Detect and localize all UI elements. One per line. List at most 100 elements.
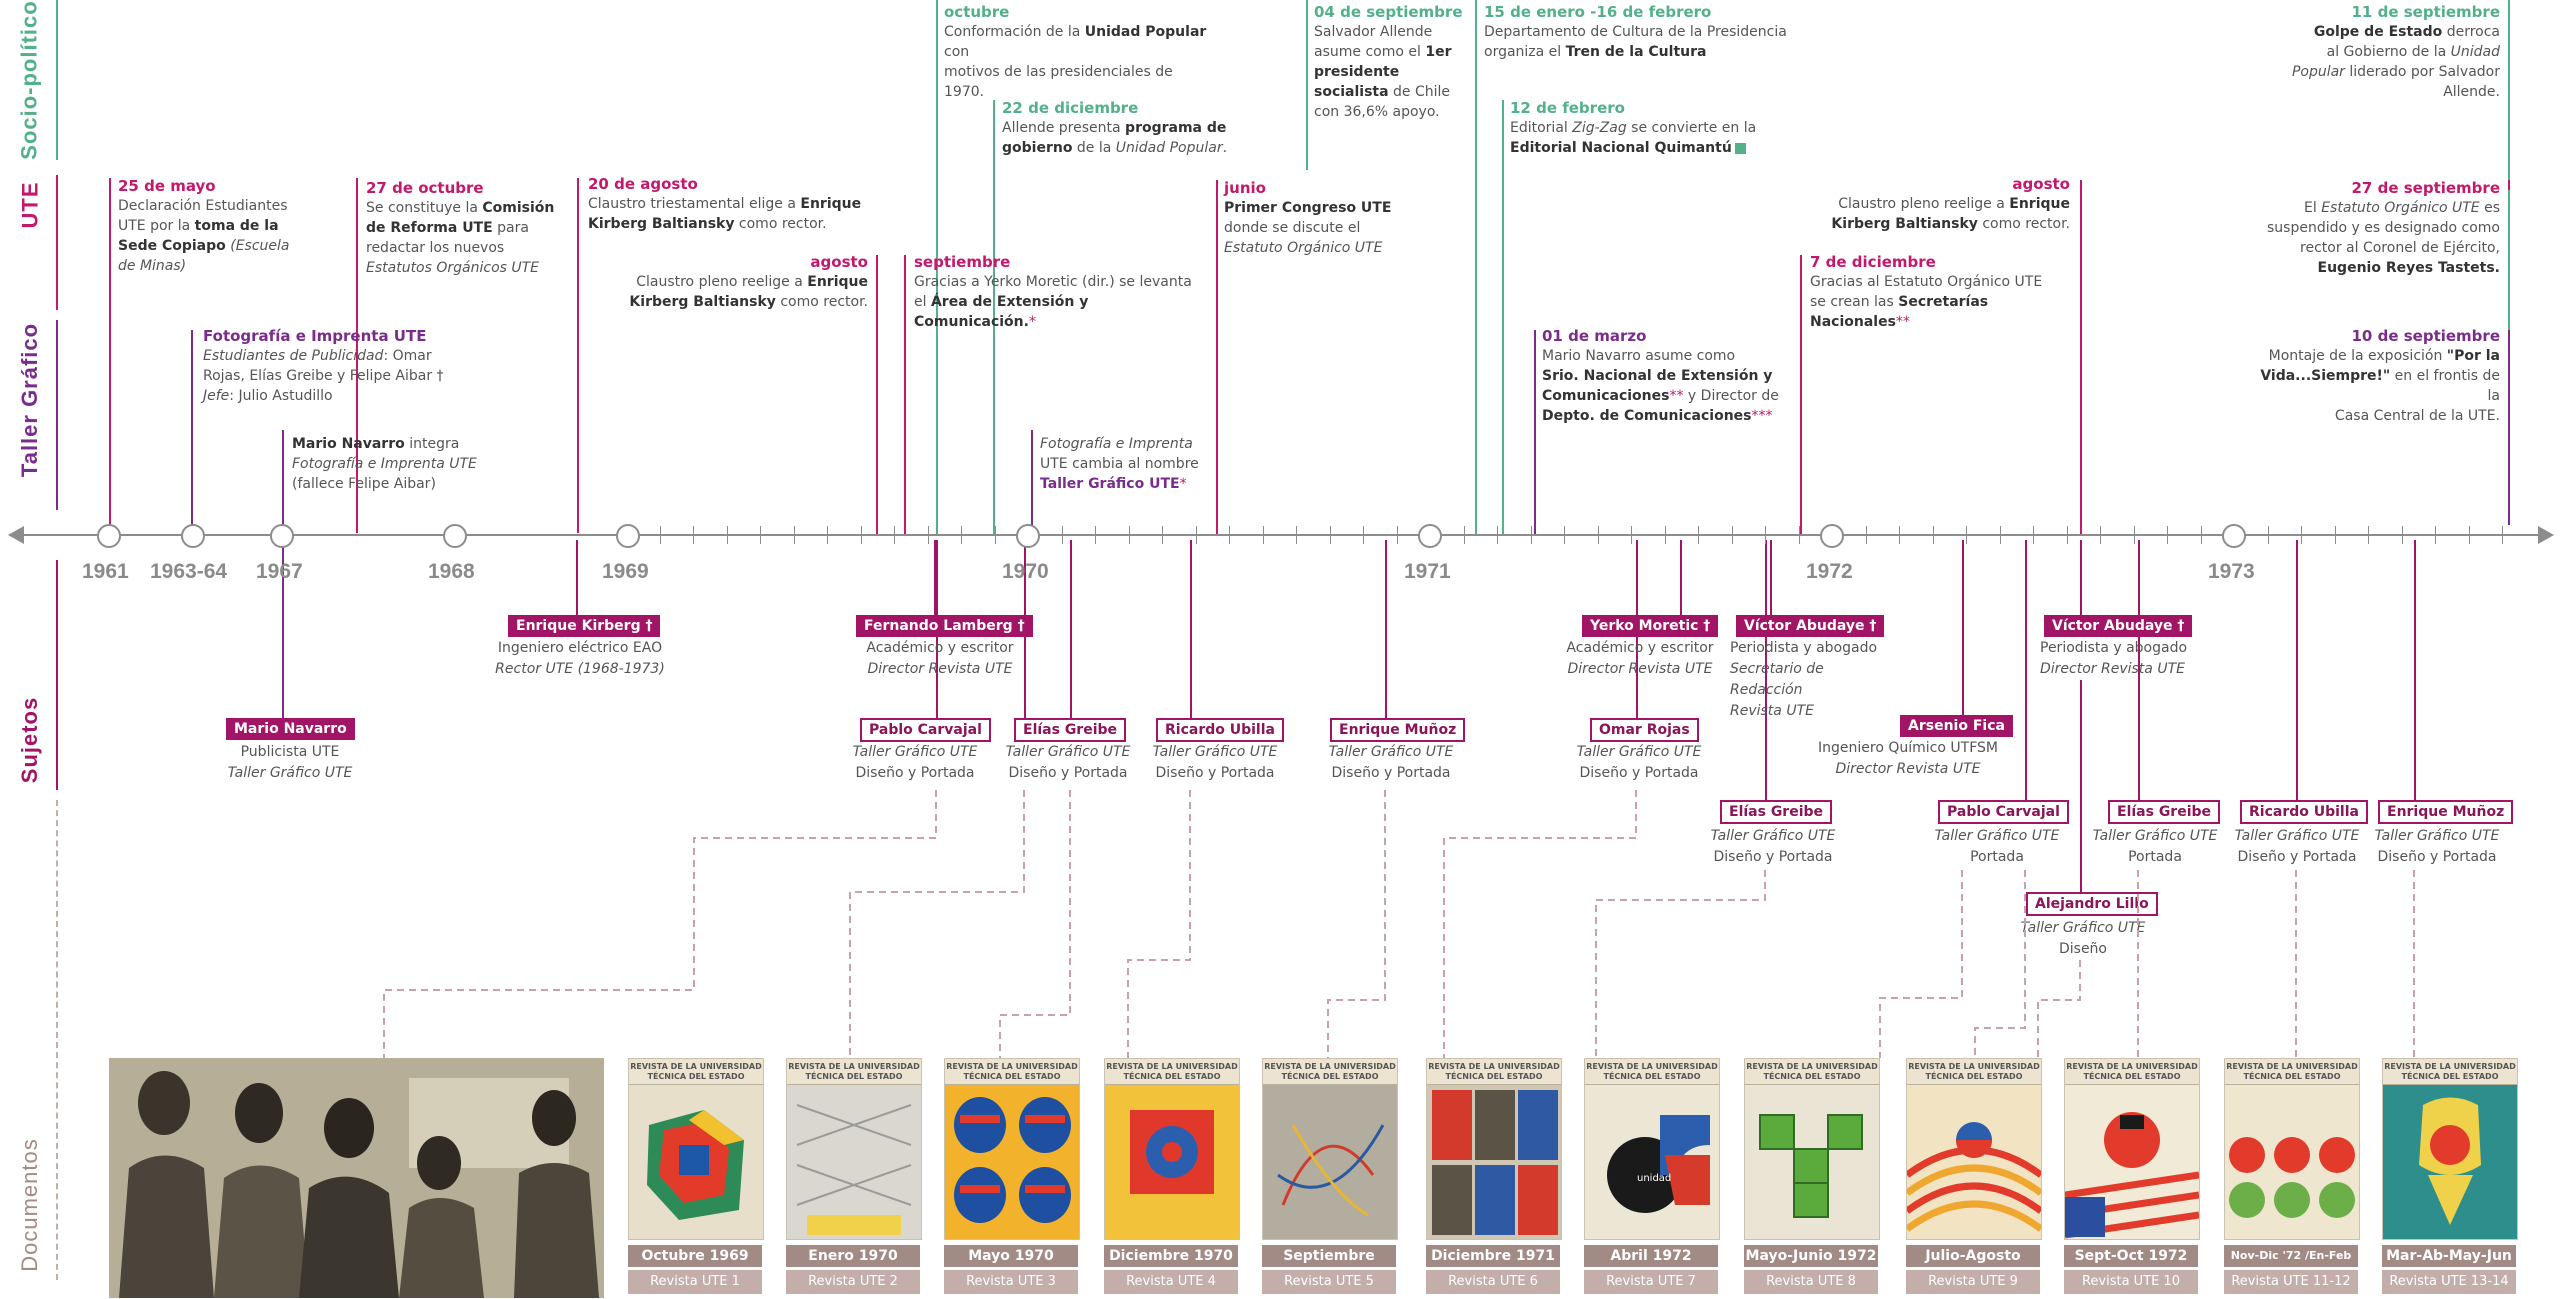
- subject-line: [2296, 540, 2298, 800]
- event-bold: Kirberg Baltiansky: [629, 294, 776, 310]
- event-fotografia-imprenta: Fotografía e Imprenta UTE Estudiantes de…: [203, 326, 463, 406]
- revista-cover-10[interactable]: REVISTA DE LA UNIVERSIDAD TÉCNICA DEL ES…: [2064, 1058, 2200, 1240]
- event-bold: Eugenio Reyes Tastets.: [2317, 260, 2500, 276]
- event-bold: Editorial Nacional Quimantú: [1510, 140, 1732, 156]
- year-marker-1972: [1820, 524, 1844, 548]
- event-italic: de Minas): [118, 258, 187, 274]
- taller-line: [1534, 330, 1536, 535]
- event-text: Claustro pleno reelige a: [636, 274, 808, 290]
- event-text: Claustro pleno reelige a: [1838, 196, 2010, 212]
- event-area-extension: septiembre Gracias a Yerko Moretic (dir.…: [914, 252, 1214, 332]
- axis-tick: [861, 526, 862, 544]
- event-text: Departamento de Cultura de la Presidenci…: [1484, 24, 1787, 40]
- document-date: Julio-Agosto 1972: [1906, 1245, 2040, 1286]
- revista-cover-11[interactable]: REVISTA DE LA UNIVERSIDAD TÉCNICA DEL ES…: [2224, 1058, 2360, 1240]
- document-label: Revista UTE 3: [944, 1270, 1078, 1294]
- event-date: 10 de septiembre: [2351, 327, 2501, 345]
- year-label: 1971: [1404, 560, 1451, 583]
- document-date: Diciembre 1971: [1426, 1245, 1560, 1267]
- event-text: Allende presenta: [1002, 120, 1126, 136]
- subject-line: [2080, 680, 2082, 900]
- revista-cover-8[interactable]: REVISTA DE LA UNIVERSIDAD TÉCNICA DEL ES…: [1744, 1058, 1880, 1240]
- revista-cover-6[interactable]: REVISTA DE LA UNIVERSIDAD TÉCNICA DEL ES…: [1426, 1058, 1562, 1240]
- axis-tick: [1933, 526, 1934, 544]
- cover-masthead: REVISTA DE LA UNIVERSIDAD TÉCNICA DEL ES…: [629, 1059, 763, 1085]
- revista-cover-7[interactable]: REVISTA DE LA UNIVERSIDAD TÉCNICA DEL ES…: [1584, 1058, 1720, 1240]
- event-text: como rector.: [1977, 216, 2070, 232]
- axis-tick: [1799, 526, 1800, 544]
- axis-tick: [1196, 526, 1197, 544]
- year-marker-1963: [181, 524, 205, 548]
- socio-line: [1306, 0, 1308, 170]
- event-italic: Estatutos Orgánicos UTE: [366, 260, 540, 276]
- event-text: integra: [404, 436, 460, 452]
- document-date: Octubre 1969: [628, 1245, 762, 1267]
- event-text: (fallece Felipe Aibar): [292, 476, 436, 492]
- event-italic: Estudiantes de Publicidad: [203, 348, 384, 364]
- axis-tick: [2201, 526, 2202, 544]
- event-programa-gobierno: 22 de diciembre Allende presenta program…: [1002, 98, 1242, 158]
- event-date: 01 de marzo: [1542, 327, 1647, 345]
- year-label: 1972: [1806, 560, 1853, 583]
- subject-line: [1770, 540, 1772, 620]
- ute-line: [876, 255, 878, 535]
- cover-art: [1745, 1085, 1879, 1239]
- event-text: se crean las: [1810, 294, 1899, 310]
- year-marker-1973: [2222, 524, 2246, 548]
- event-date: 15 de enero -16 de febrero: [1484, 3, 1712, 21]
- revista-cover-12[interactable]: REVISTA DE LA UNIVERSIDAD TÉCNICA DEL ES…: [2382, 1058, 2518, 1240]
- axis-tick: [1397, 526, 1398, 544]
- subject-line: [2138, 540, 2140, 800]
- axis-tick: [1665, 526, 1666, 544]
- axis-tick: [1698, 526, 1699, 544]
- event-bold: Tren de la Cultura: [1565, 44, 1707, 60]
- event-text: como rector.: [775, 294, 868, 310]
- subject-tag-arsenio-fica: Arsenio Fica: [1900, 715, 2013, 737]
- event-text: se convierte en la: [1626, 120, 1757, 136]
- document-label: Revista UTE 13-14: [2382, 1270, 2516, 1294]
- subject-tag-elias-greibe-3: Elías Greibe: [2108, 800, 2221, 824]
- event-bold: Comunicaciones: [1542, 388, 1670, 404]
- subject-line: [2414, 540, 2416, 800]
- event-text: de Chile: [1388, 84, 1451, 100]
- event-asterisk: **: [1669, 388, 1684, 404]
- axis-tick: [660, 526, 661, 544]
- revista-cover-3[interactable]: REVISTA DE LA UNIVERSIDAD TÉCNICA DEL ES…: [944, 1058, 1080, 1240]
- event-date: 25 de mayo: [118, 177, 216, 195]
- revista-cover-9[interactable]: REVISTA DE LA UNIVERSIDAD TÉCNICA DEL ES…: [1906, 1058, 2042, 1240]
- revista-cover-5[interactable]: REVISTA DE LA UNIVERSIDAD TÉCNICA DEL ES…: [1262, 1058, 1398, 1240]
- ute-line: [1800, 255, 1802, 535]
- ute-line: [904, 255, 906, 535]
- revista-cover-1[interactable]: REVISTA DE LA UNIVERSIDAD TÉCNICA DEL ES…: [628, 1058, 764, 1240]
- axis-tick: [1899, 526, 1900, 544]
- year-label: 1967: [256, 560, 303, 583]
- socio-line: [2508, 0, 2510, 520]
- document-label: Revista UTE 6: [1426, 1270, 1560, 1294]
- cover-masthead: REVISTA DE LA UNIVERSIDAD TÉCNICA DEL ES…: [1263, 1059, 1397, 1085]
- event-text: UTE cambia al nombre: [1040, 456, 1199, 472]
- axis-tick: [2134, 526, 2135, 544]
- revista-cover-4[interactable]: REVISTA DE LA UNIVERSIDAD TÉCNICA DEL ES…: [1104, 1058, 1240, 1240]
- event-comision-reforma: 27 de octubre Se constituye la Comisión …: [366, 178, 566, 278]
- subject-line: [1190, 540, 1192, 720]
- event-text: con: [944, 44, 970, 60]
- event-text: Conformación de la: [944, 24, 1085, 40]
- axis-tick: [1631, 526, 1632, 544]
- row-divider: [56, 560, 58, 790]
- event-text: rector al Coronel de Ejército,: [2300, 240, 2500, 256]
- subject-line: [2025, 540, 2027, 800]
- cover-art: [787, 1085, 921, 1239]
- ute-line: [1216, 180, 1218, 535]
- axis-tick: [1229, 526, 1230, 544]
- event-text: para: [492, 220, 529, 236]
- timeline-axis: [20, 534, 2540, 536]
- revista-cover-2[interactable]: REVISTA DE LA UNIVERSIDAD TÉCNICA DEL ES…: [786, 1058, 922, 1240]
- ute-line: [2508, 180, 2510, 190]
- subject-tag-lamberg: Fernando Lamberg †: [856, 615, 1033, 637]
- event-navarro-integra: Mario Navarro integra Fotografía e Impre…: [292, 434, 522, 494]
- axis-tick: [827, 526, 828, 544]
- event-text: el: [914, 294, 931, 310]
